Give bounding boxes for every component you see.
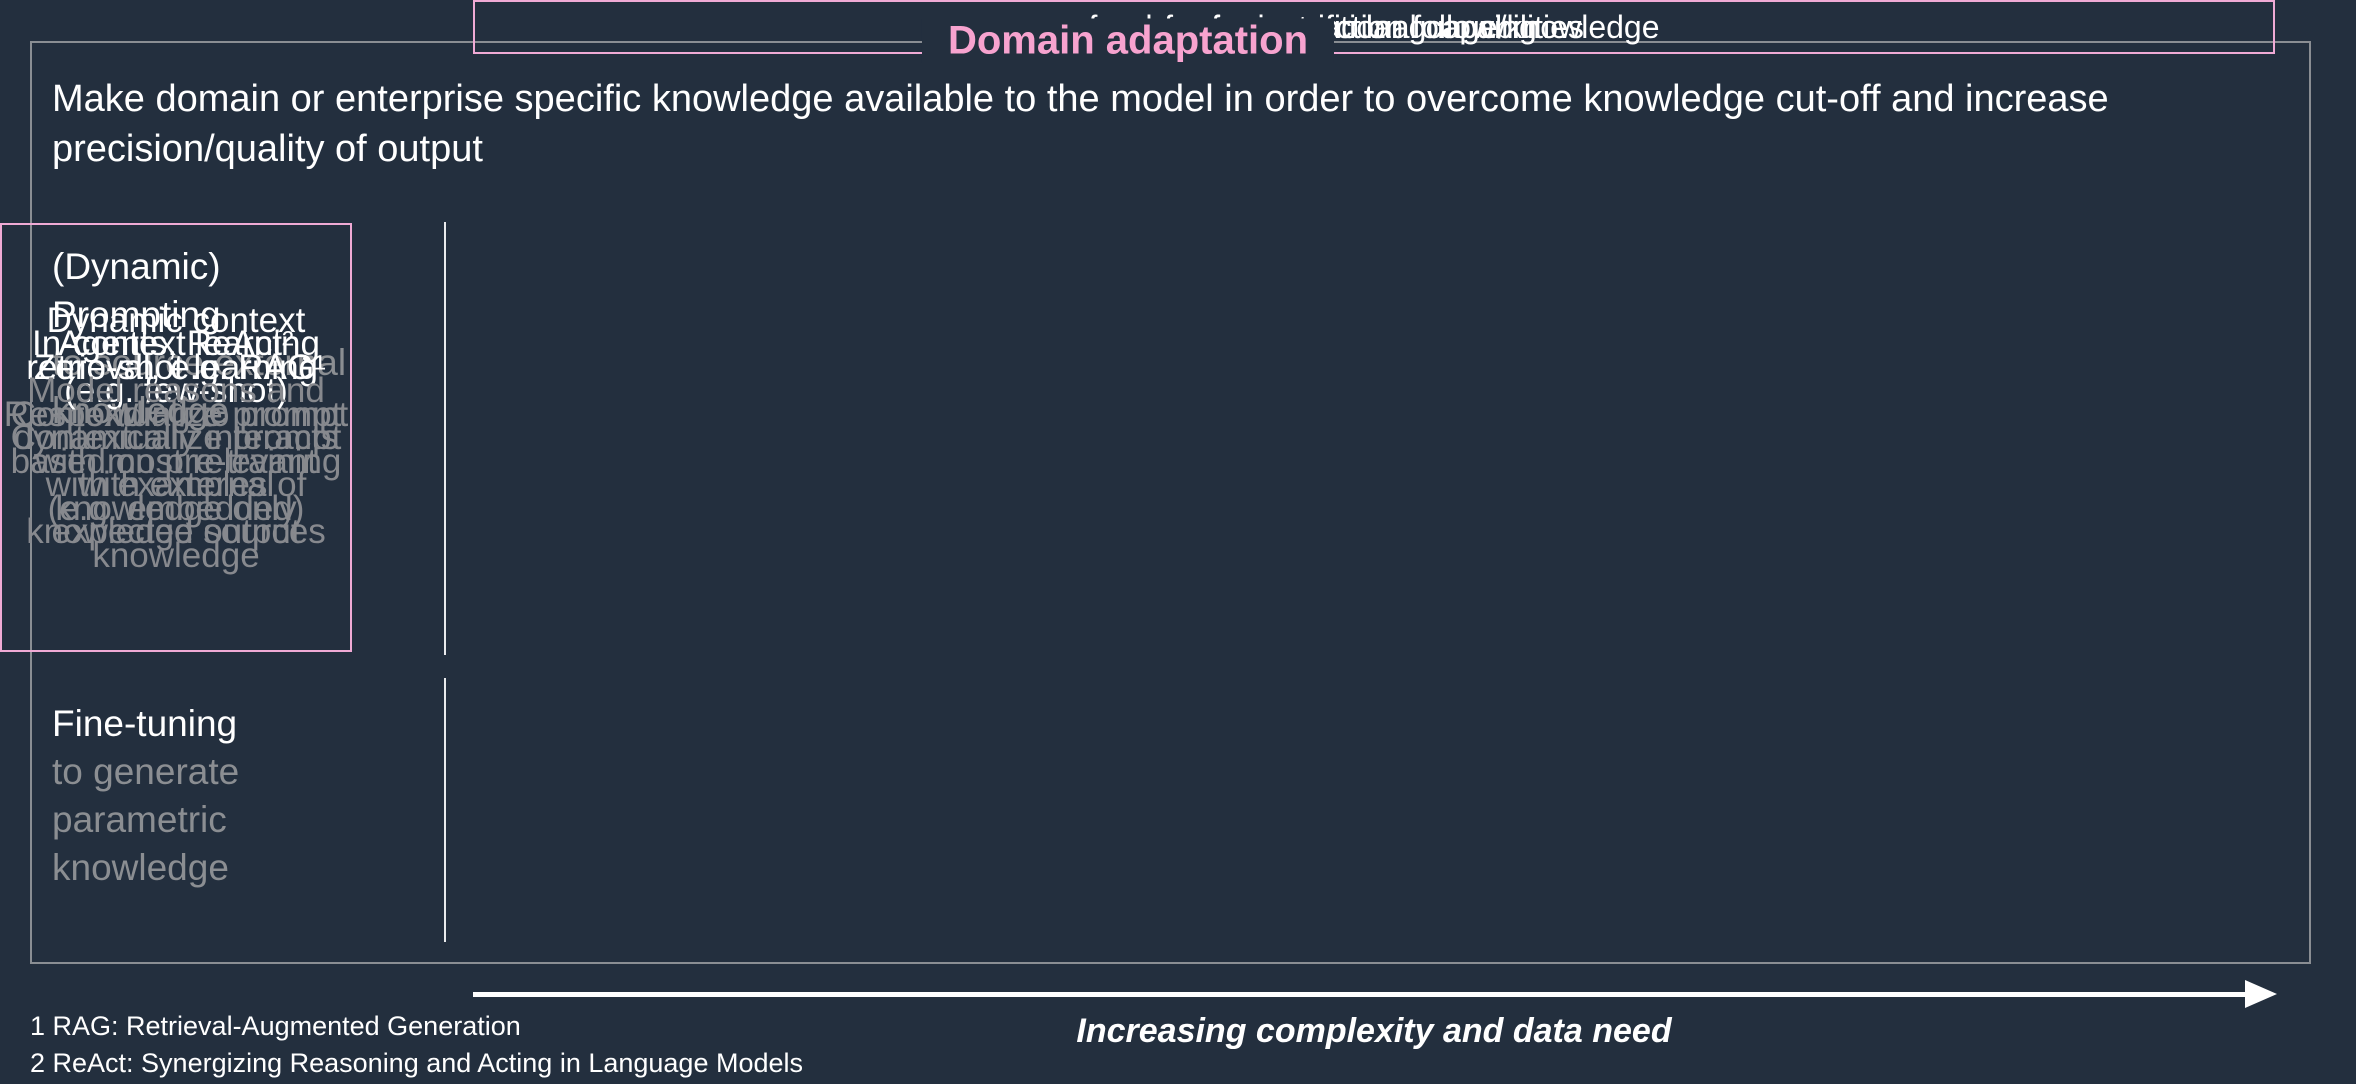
card-description: Responding to prompt based on pre-traini… [3,394,349,528]
bar-ellipsis: ... [473,0,2275,54]
card-description: Contextualize prompt with examples of ex… [10,418,342,551]
prompting-divider-line [444,222,446,655]
footnote-rag: 1 RAG: Retrieval-Augmented Generation [30,1011,521,1041]
card-title: Dynamic context retrieval, e.g. RAG¹ [26,300,326,387]
prompting-subtitle: to source external knowledge [52,342,347,431]
prompting-heading-line2: Prompting [52,294,221,335]
card-title: Zero-shot learning [33,347,319,387]
card-dynamic-context-retrieval: Dynamic context retrieval, e.g. RAG¹ Con… [0,223,352,652]
card-description: Model reasons and dynamically interacts … [13,371,339,551]
prompting-heading-line1: (Dynamic) [52,246,221,287]
card-description: Contextualize prompt with most relevant … [10,394,342,575]
fine-tuning-divider-line [444,678,446,942]
card-content: In-context learning (e.g. few-shot) Cont… [2,320,350,555]
complexity-arrow-line [473,992,2251,997]
complexity-arrow-label: Increasing complexity and data need [1076,1012,1672,1050]
card-agents-react: Agents, ReAct² Model reasons and dynamic… [0,223,352,652]
prompting-label: (Dynamic) Prompting to source external k… [52,243,487,435]
footnotes: 1 RAG: Retrieval-Augmented Generation 2 … [30,1008,803,1082]
intro-text: Make domain or enterprise specific knowl… [52,78,2109,170]
fine-tuning-heading: Fine-tuning [52,703,238,744]
diagram-title: Domain adaptation [921,18,1335,64]
card-content: Agents, ReAct² Model reasons and dynamic… [2,320,350,555]
footnote-react: 2 ReAct: Synergizing Reasoning and Actin… [30,1048,804,1078]
card-content: Dynamic context retrieval, e.g. RAG¹ Con… [2,297,350,579]
complexity-arrow-right-icon [2245,980,2277,1008]
fine-tuning-subtitle: to generate parametric knowledge [52,751,240,888]
card-title: In-context learning (e.g. few-shot) [32,324,320,410]
card-title: Agents, ReAct² [58,324,294,363]
fine-tuning-label: Fine-tuning to generate parametric knowl… [52,700,487,892]
card-in-context-learning: In-context learning (e.g. few-shot) Cont… [0,223,352,652]
card-content: Zero-shot learning Responding to prompt … [2,344,350,532]
